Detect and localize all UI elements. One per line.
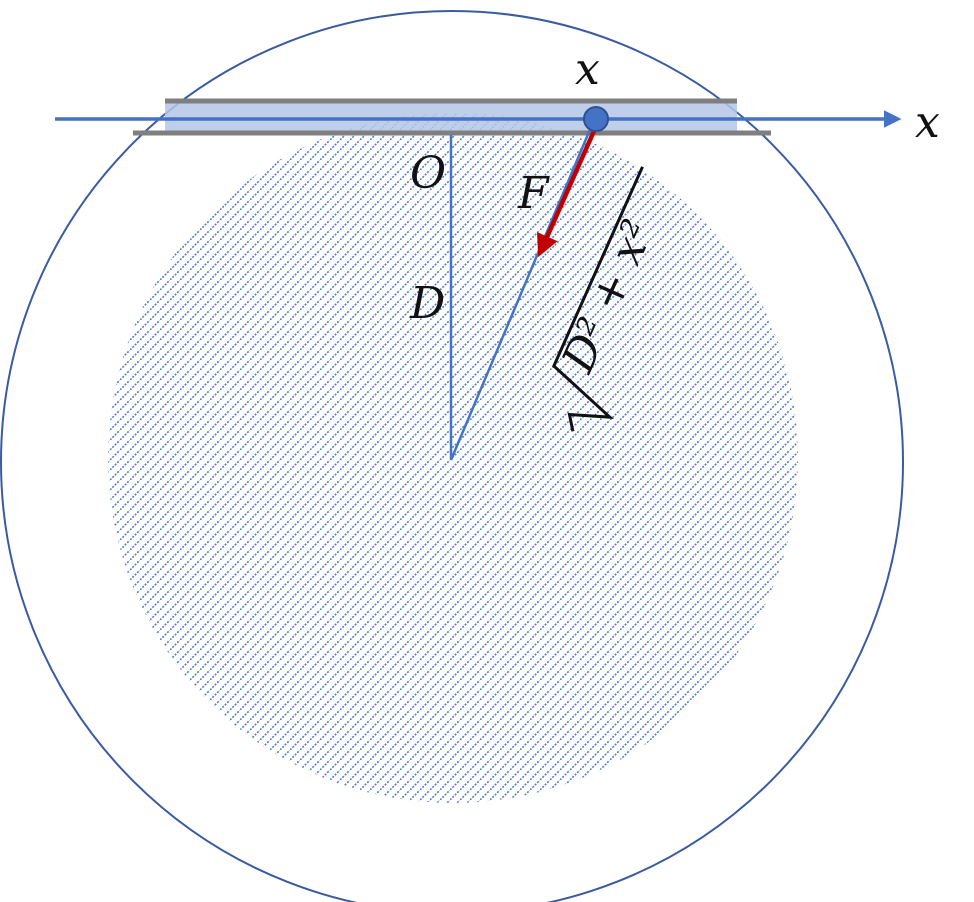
force-label: F [517, 168, 550, 219]
distance-line [449, 119, 596, 461]
origin-label: O [410, 148, 446, 199]
radical-sign [552, 166, 644, 432]
planet-outline [0, 10, 904, 902]
depth-label: D [409, 278, 445, 329]
particle [583, 106, 609, 132]
axis-label: x [915, 97, 940, 148]
force-arrow [537, 121, 601, 258]
particle-position-label: x [575, 44, 600, 95]
